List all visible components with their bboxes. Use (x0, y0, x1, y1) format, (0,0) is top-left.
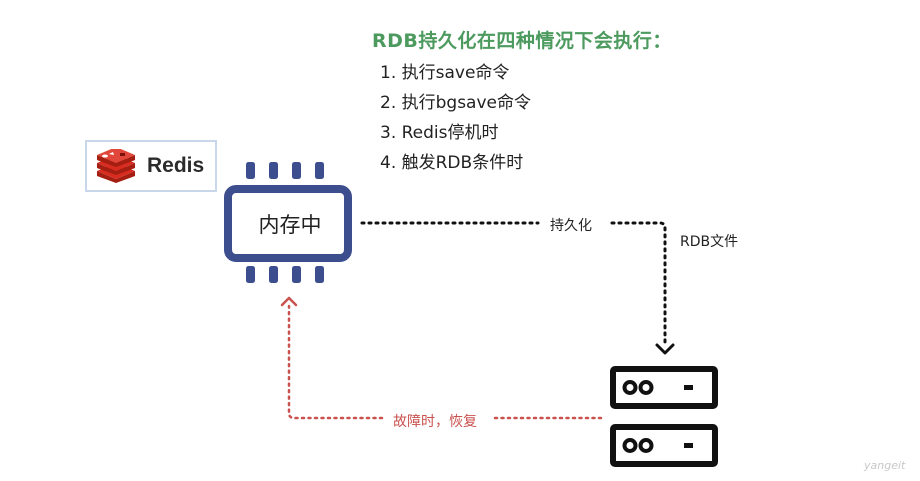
redis-cube-icon (97, 149, 135, 183)
redis-logo: Redis (85, 140, 217, 192)
condition-item: 4. 触发RDB条件时 (380, 153, 524, 173)
condition-item: 2. 执行bgsave命令 (380, 93, 531, 113)
condition-item: 1. 执行save命令 (380, 63, 510, 83)
rdb-file-label: RDB文件 (680, 234, 739, 250)
recover-arrow (280, 296, 606, 420)
diagram-title: RDB持久化在四种情况下会执行： (372, 30, 672, 52)
recover-label: 故障时，恢复 (391, 411, 479, 431)
server-icon (610, 366, 718, 467)
persist-arrow (360, 221, 675, 355)
condition-item: 3. Redis停机时 (380, 123, 499, 143)
condition-list: 1. 执行save命令 2. 执行bgsave命令 3. Redis停机时 4.… (380, 58, 531, 178)
persist-label: 持久化 (548, 215, 594, 235)
watermark: yangeit (864, 459, 906, 472)
redis-logo-text: Redis (147, 154, 205, 177)
memory-label: 内存中 (258, 213, 322, 237)
memory-chip-icon (224, 162, 352, 283)
